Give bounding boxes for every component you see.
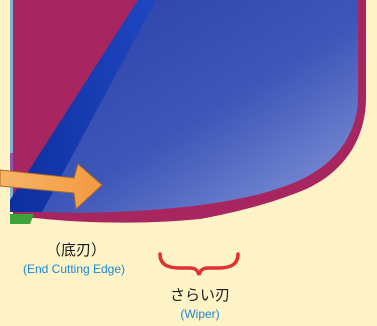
wiper-brace: [158, 252, 240, 276]
tip-green-marker: [10, 214, 34, 224]
orange-arrow: [0, 163, 103, 211]
end-cutting-edge-label-jp: （底刃）: [45, 241, 106, 259]
blade-body: [10, 0, 358, 213]
wiper-label-en: (Wiper): [180, 307, 220, 321]
end-cutting-edge-label-en: (End Cutting Edge): [22, 262, 126, 276]
rake-face: [10, 0, 156, 212]
wiper-label-jp: さらい刃: [169, 286, 230, 304]
